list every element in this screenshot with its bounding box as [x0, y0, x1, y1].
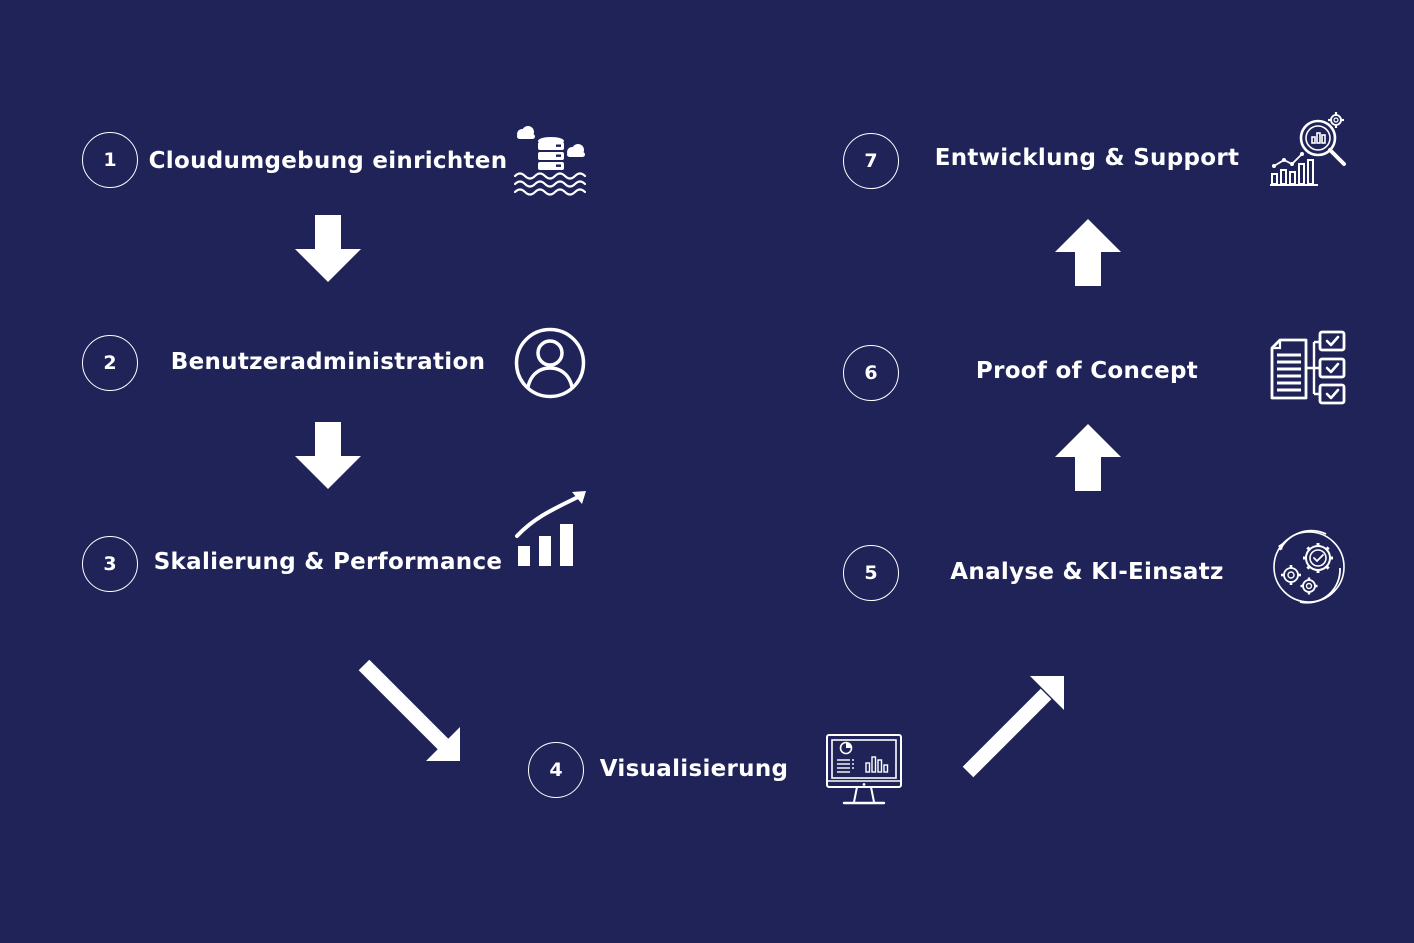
arrow-up-icon — [1055, 424, 1121, 491]
cloud-database-icon — [513, 126, 587, 196]
arrow-diagonal-down-right-icon — [358, 659, 460, 761]
arrow-down-icon — [295, 422, 361, 489]
analytics-search-icon — [1270, 112, 1346, 186]
step-label: Analyse & KI-Einsatz — [950, 559, 1224, 585]
checklist-icon — [1270, 330, 1346, 405]
step-number: 6 — [864, 362, 878, 384]
step-number: 2 — [103, 352, 117, 374]
step-label: Skalierung & Performance — [153, 549, 503, 575]
step-number-badge: 7 — [843, 133, 899, 189]
step-number: 1 — [103, 149, 117, 171]
step-label: Proof of Concept — [975, 358, 1199, 384]
step-number: 5 — [864, 562, 878, 584]
step-number-badge: 4 — [528, 742, 584, 798]
step-number: 7 — [864, 150, 878, 172]
gears-check-icon — [1273, 529, 1345, 604]
step-number: 4 — [549, 759, 563, 781]
arrow-up-icon — [1055, 219, 1121, 286]
step-number-badge: 6 — [843, 345, 899, 401]
step-label: Entwicklung & Support — [934, 145, 1240, 171]
arrow-diagonal-up-right-icon — [962, 676, 1064, 778]
step-number: 3 — [103, 553, 117, 575]
step-label: Benutzeradministration — [170, 349, 486, 375]
step-number-badge: 3 — [82, 536, 138, 592]
growth-chart-icon — [515, 491, 586, 566]
step-number-badge: 2 — [82, 335, 138, 391]
arrow-down-icon — [295, 215, 361, 282]
step-number-badge: 1 — [82, 132, 138, 188]
user-icon — [514, 327, 586, 399]
step-label: Cloudumgebung einrichten — [148, 148, 508, 174]
step-number-badge: 5 — [843, 545, 899, 601]
step-label: Visualisierung — [599, 756, 789, 782]
dashboard-monitor-icon — [826, 734, 902, 805]
